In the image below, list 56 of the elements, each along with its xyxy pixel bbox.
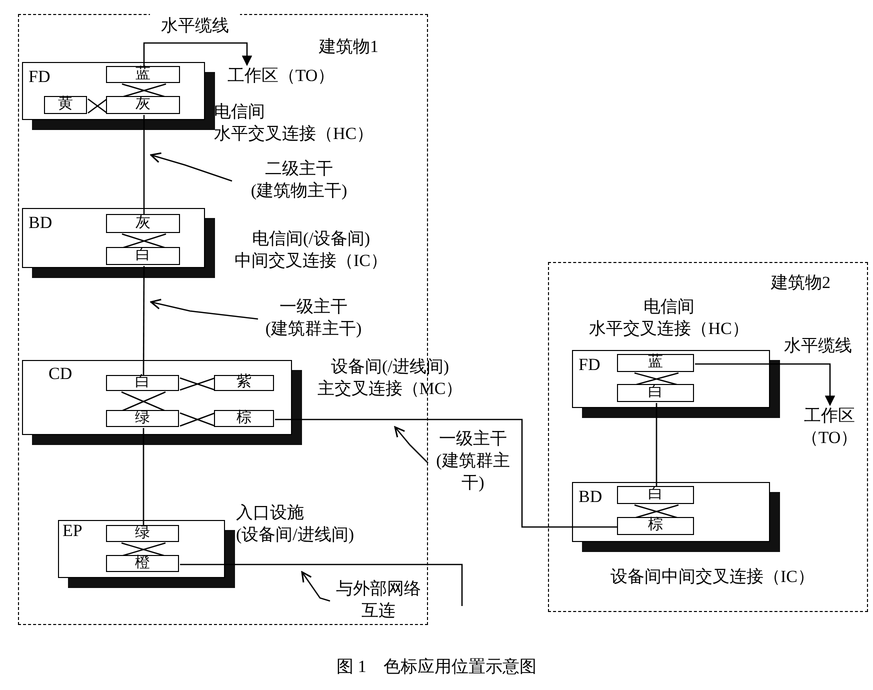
cross-connect xyxy=(121,233,167,249)
cross-connect xyxy=(634,504,680,519)
color-code-block: 白 xyxy=(617,384,694,402)
leader-line xyxy=(301,571,330,602)
annotation-text: 工作区（TO） xyxy=(218,64,344,88)
building-boundary xyxy=(548,262,868,612)
room-caption: 电信间(/设备间)中间交叉连接（IC） xyxy=(234,228,388,272)
cable-line xyxy=(275,418,618,528)
color-code-block: 灰 xyxy=(106,96,180,114)
color-code-block: 棕 xyxy=(214,410,274,427)
color-code-block: 棕 xyxy=(617,517,694,535)
cross-connect xyxy=(179,377,216,391)
cable-line xyxy=(695,363,836,406)
panel-label: FD xyxy=(28,66,50,86)
room-caption: 电信间水平交叉连接（HC） xyxy=(588,296,750,340)
leader-line xyxy=(150,152,232,182)
panel-label: EP xyxy=(62,520,82,540)
panel-label: BD xyxy=(578,486,602,506)
annotation-text: 与外部网络互连 xyxy=(330,578,428,624)
annotation-text: 工作区（TO） xyxy=(794,404,864,450)
cable-line xyxy=(142,428,144,526)
cable-line xyxy=(143,42,252,67)
annotation-text: 一级主干(建筑群主干) xyxy=(258,296,370,342)
panel-label: FD xyxy=(578,354,600,374)
cross-connect xyxy=(120,391,166,412)
color-code-block: 灰 xyxy=(106,214,180,233)
annotation-text: 一级主干(建筑群主干) xyxy=(428,428,518,498)
cable-line xyxy=(656,403,658,487)
color-code-block: 蓝 xyxy=(617,354,694,372)
cross-connect xyxy=(120,542,166,557)
color-code-block: 绿 xyxy=(106,410,179,427)
room-caption: 设备间中间交叉连接（IC） xyxy=(610,566,816,588)
annotation-text: 二级主干(建筑物主干) xyxy=(232,158,366,204)
building-label: 建筑物2 xyxy=(771,272,830,294)
color-code-block: 白 xyxy=(106,247,180,265)
panel-label: CD xyxy=(48,364,72,384)
figure-caption: 图 1 色标应用位置示意图 xyxy=(336,656,538,678)
cross-connect xyxy=(87,98,108,114)
leader-line xyxy=(150,298,258,320)
cable-line xyxy=(142,266,145,376)
color-code-block: 黄 xyxy=(44,96,87,114)
color-code-block: 白 xyxy=(617,486,694,504)
room-caption: 设备间(/进线间)主交叉连接（MC） xyxy=(316,356,464,400)
cross-connect xyxy=(179,412,216,427)
panel-label: BD xyxy=(28,212,52,232)
color-code-block: 绿 xyxy=(106,525,179,542)
color-code-block: 蓝 xyxy=(106,66,180,83)
color-code-block: 白 xyxy=(106,375,179,391)
cable-line xyxy=(143,115,145,215)
cross-connect xyxy=(634,372,680,386)
cable-line xyxy=(180,564,463,606)
building-label: 建筑物1 xyxy=(319,36,378,58)
leader-line xyxy=(394,426,428,464)
room-caption: 电信间水平交叉连接（HC） xyxy=(214,101,375,146)
cross-connect xyxy=(121,83,167,98)
room-caption: 入口设施(设备间/进线间) xyxy=(236,502,356,546)
